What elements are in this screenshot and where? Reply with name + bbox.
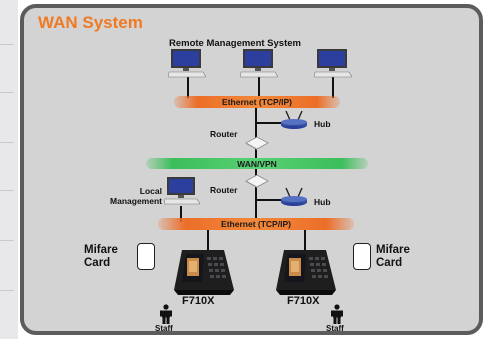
staff-label-left: Staff (155, 324, 173, 333)
hub-bottom-link (257, 199, 295, 201)
mifare-card-icon (137, 243, 155, 270)
router-label-top: Router (210, 129, 238, 139)
wan-vpn-bar: WAN/VPN (146, 158, 368, 169)
mifare-card-label-right: Mifare Card (376, 244, 410, 269)
mifare-card-icon (353, 243, 371, 270)
backbone-top-link (255, 104, 257, 164)
f710x-terminal-icon (174, 250, 234, 295)
staff-person-icon (331, 304, 343, 324)
diagram-title: WAN System (38, 13, 143, 32)
ethernet-bar-top: Ethernet (TCP/IP) (174, 96, 340, 108)
computer-icon (164, 177, 200, 205)
hub-label-top: Hub (314, 119, 331, 129)
hub-top-link (257, 122, 295, 124)
wan-system-diagram: WAN System Remote Management System Ethe… (20, 4, 483, 335)
f710x-terminal-icon (276, 250, 336, 295)
hub-icon (281, 110, 307, 129)
device-right-link (304, 228, 306, 250)
backbone-bottom-link (255, 168, 257, 224)
router-label-bottom: Router (210, 185, 238, 195)
pc-center-link (258, 76, 260, 98)
hub-label-bottom: Hub (314, 197, 331, 207)
device-label-right: F710X (287, 295, 320, 307)
device-label-left: F710X (182, 295, 215, 307)
staff-label-right: Staff (326, 324, 344, 333)
staff-person-icon (160, 304, 172, 324)
ethernet-bar-bottom: Ethernet (TCP/IP) (158, 218, 354, 230)
router-icon (245, 136, 269, 150)
computer-icon (168, 49, 206, 78)
local-management-label: Local Management (110, 186, 162, 206)
pc-right-link (332, 76, 334, 98)
page-sidebar-strip (0, 0, 18, 339)
router-icon (245, 174, 269, 188)
pc-left-link (187, 76, 189, 98)
computer-icon (314, 49, 352, 78)
remote-management-label: Remote Management System (169, 38, 301, 49)
hub-icon (281, 187, 307, 206)
computer-icon (240, 49, 278, 78)
mifare-card-label-left: Mifare Card (84, 244, 118, 269)
local-pc-link (180, 206, 182, 222)
device-left-link (207, 228, 209, 250)
